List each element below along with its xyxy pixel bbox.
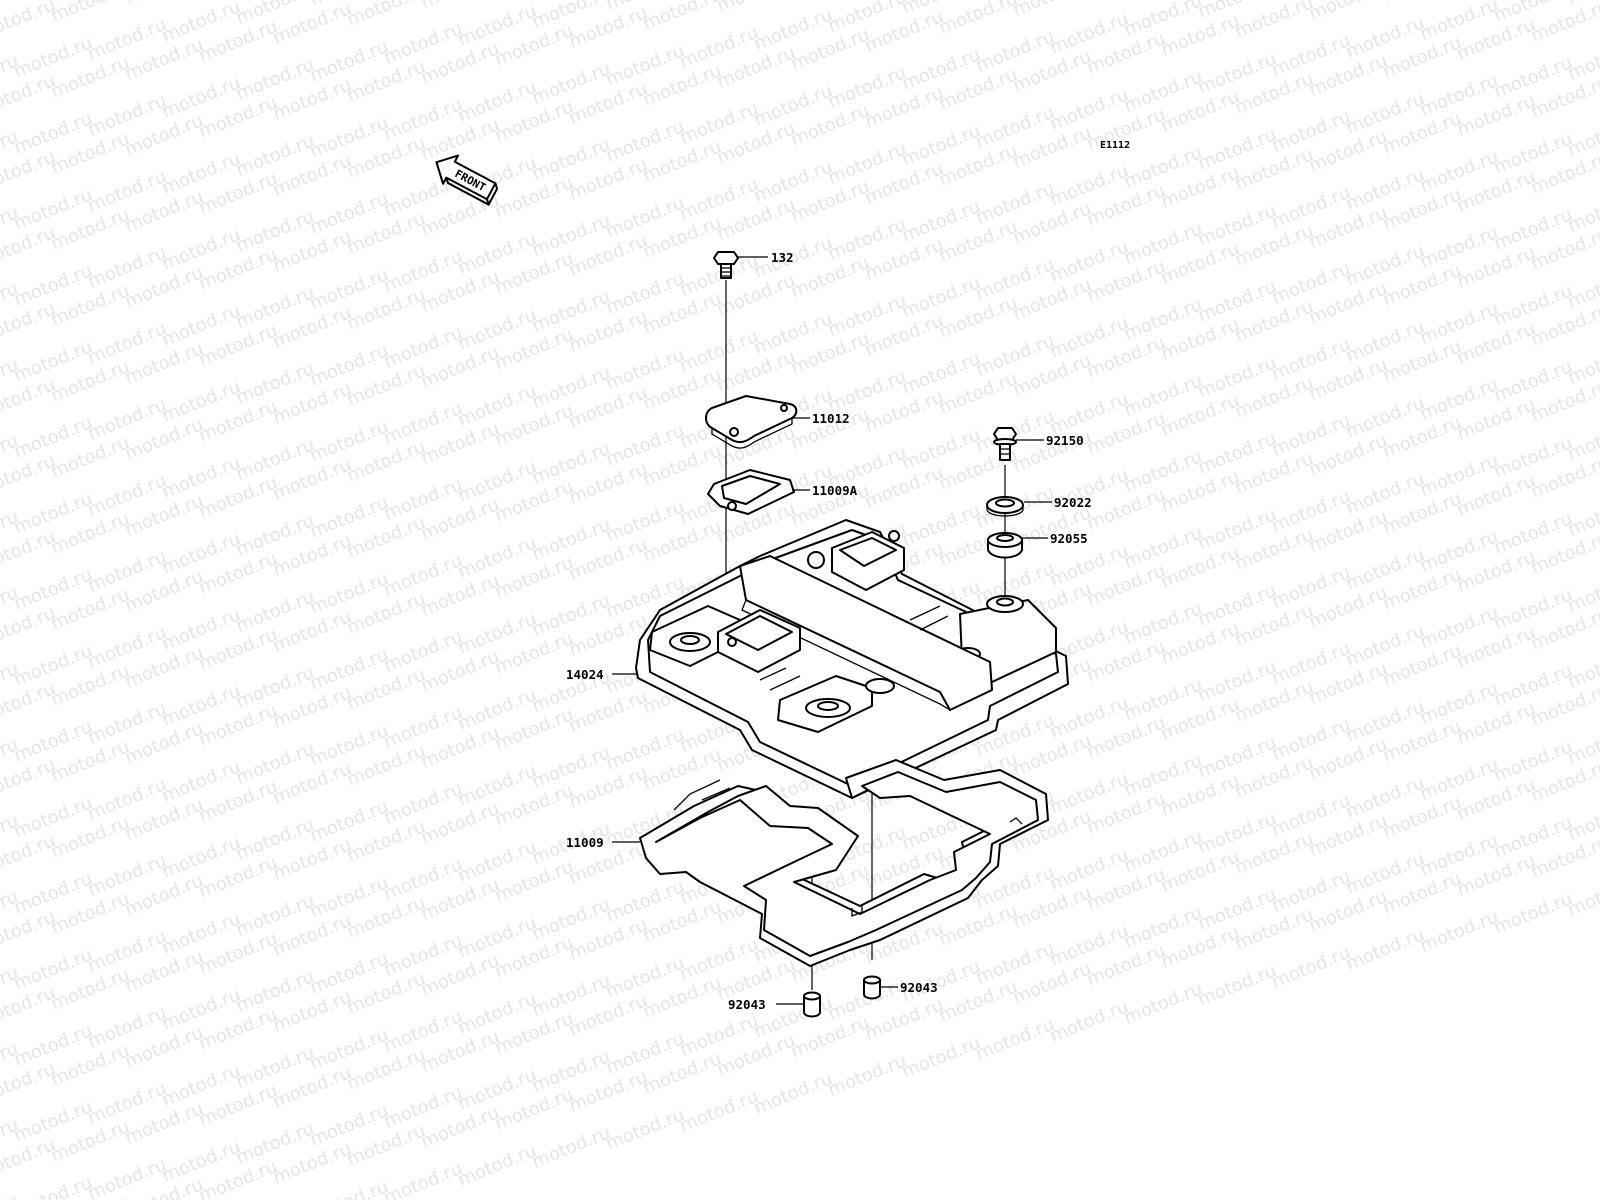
- label-92043-left: 92043: [728, 997, 766, 1012]
- part-92055-grommet: [987, 532, 1023, 559]
- watermark-text: motod.ru: [48, 0, 132, 27]
- part-14024-head-cover: [635, 519, 1069, 799]
- watermark-text: motod.ru: [1306, 0, 1390, 25]
- watermark-text: motod.ru: [1047, 996, 1131, 1046]
- watermark-text: motod.ru: [1565, 0, 1600, 9]
- watermark-text: motod.ru: [529, 1122, 613, 1172]
- watermark-text: motod.ru: [1010, 0, 1094, 21]
- watermark-text: motod.ru: [344, 0, 428, 31]
- watermark-text: motod.ru: [122, 0, 206, 9]
- watermark-text: motod.ru: [1121, 978, 1205, 1028]
- watermark-text: motod.ru: [640, 0, 724, 35]
- label-92043-right: 92043: [900, 980, 938, 995]
- watermark-text: motod.ru: [1417, 906, 1501, 956]
- label-11009A: 11009A: [812, 483, 858, 498]
- part-labels: 132 11012 11009A 92150 92022 92055 14024…: [566, 250, 1092, 1012]
- watermark-text: motod.ru: [677, 1086, 761, 1136]
- watermark-text: motod.ru: [1380, 0, 1464, 7]
- watermark-text: motod.ru: [751, 1068, 835, 1118]
- part-92043-dowel-left: [803, 991, 821, 1018]
- callout-lines: [612, 256, 1052, 1005]
- watermark-text: motod.ru: [381, 1158, 465, 1200]
- watermark-text: motod.ru: [307, 1176, 391, 1200]
- part-11009A-gasket: [707, 469, 795, 515]
- watermark-text: motod.ru: [603, 1104, 687, 1154]
- part-92043-dowel-right: [863, 975, 881, 1000]
- part-92150-bolt: [993, 427, 1017, 461]
- diagram-code: E1112: [1100, 140, 1130, 151]
- watermark-text: motod.ru: [1232, 0, 1316, 43]
- watermark-text: motod.ru: [11, 1172, 95, 1200]
- watermark-text: motod.ru: [233, 1194, 317, 1200]
- label-14024: 14024: [566, 667, 604, 682]
- watermark-text: motod.ru: [936, 0, 1020, 39]
- label-132: 132: [771, 250, 794, 265]
- watermark-text: motod.ru: [825, 1050, 909, 1100]
- watermark-text: motod.ru: [0, 0, 21, 7]
- part-11012-plate: [705, 395, 798, 449]
- watermark-text: motod.ru: [1195, 960, 1279, 1010]
- watermark-text: motod.ru: [0, 1190, 21, 1200]
- part-132-bolt: [713, 251, 739, 279]
- watermark-text: motod.ru: [973, 1014, 1057, 1064]
- watermark-text: motod.ru: [1269, 942, 1353, 992]
- label-92055: 92055: [1050, 531, 1088, 546]
- part-11009-gasket: [639, 759, 1049, 967]
- watermark-text: motod.ru: [418, 0, 502, 13]
- part-92022-washer: [986, 496, 1024, 517]
- watermark-text: motod.ru: [455, 1140, 539, 1190]
- watermark-text: motod.ru: [1491, 888, 1575, 938]
- watermark-text: motod.ru: [899, 1032, 983, 1082]
- watermark-text: motod.ru: [1343, 924, 1427, 974]
- watermark-text: motod.ru: [1084, 0, 1168, 3]
- label-92022: 92022: [1054, 495, 1092, 510]
- label-11012: 11012: [812, 411, 850, 426]
- label-92150: 92150: [1046, 433, 1084, 448]
- label-11009: 11009: [566, 835, 604, 850]
- watermark-text: motod.ru: [714, 0, 798, 17]
